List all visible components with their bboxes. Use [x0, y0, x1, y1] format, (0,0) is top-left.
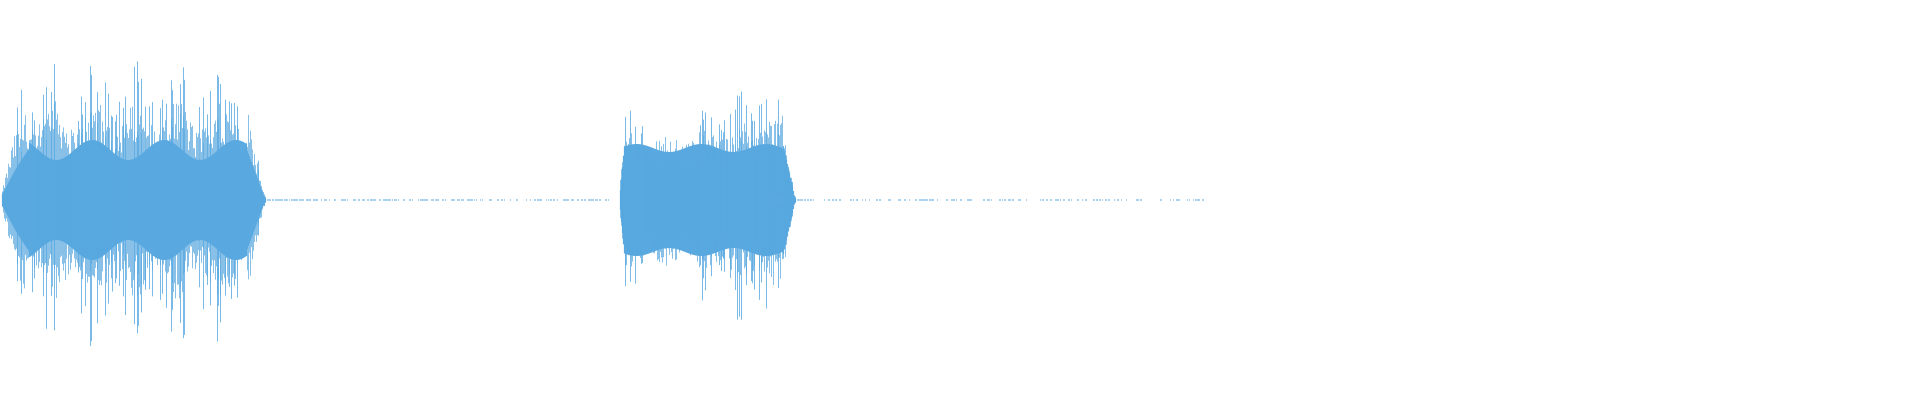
waveform-silence: [267, 192, 1204, 208]
waveform-burst-1: [1, 61, 267, 346]
waveform-burst-2: [619, 91, 797, 320]
